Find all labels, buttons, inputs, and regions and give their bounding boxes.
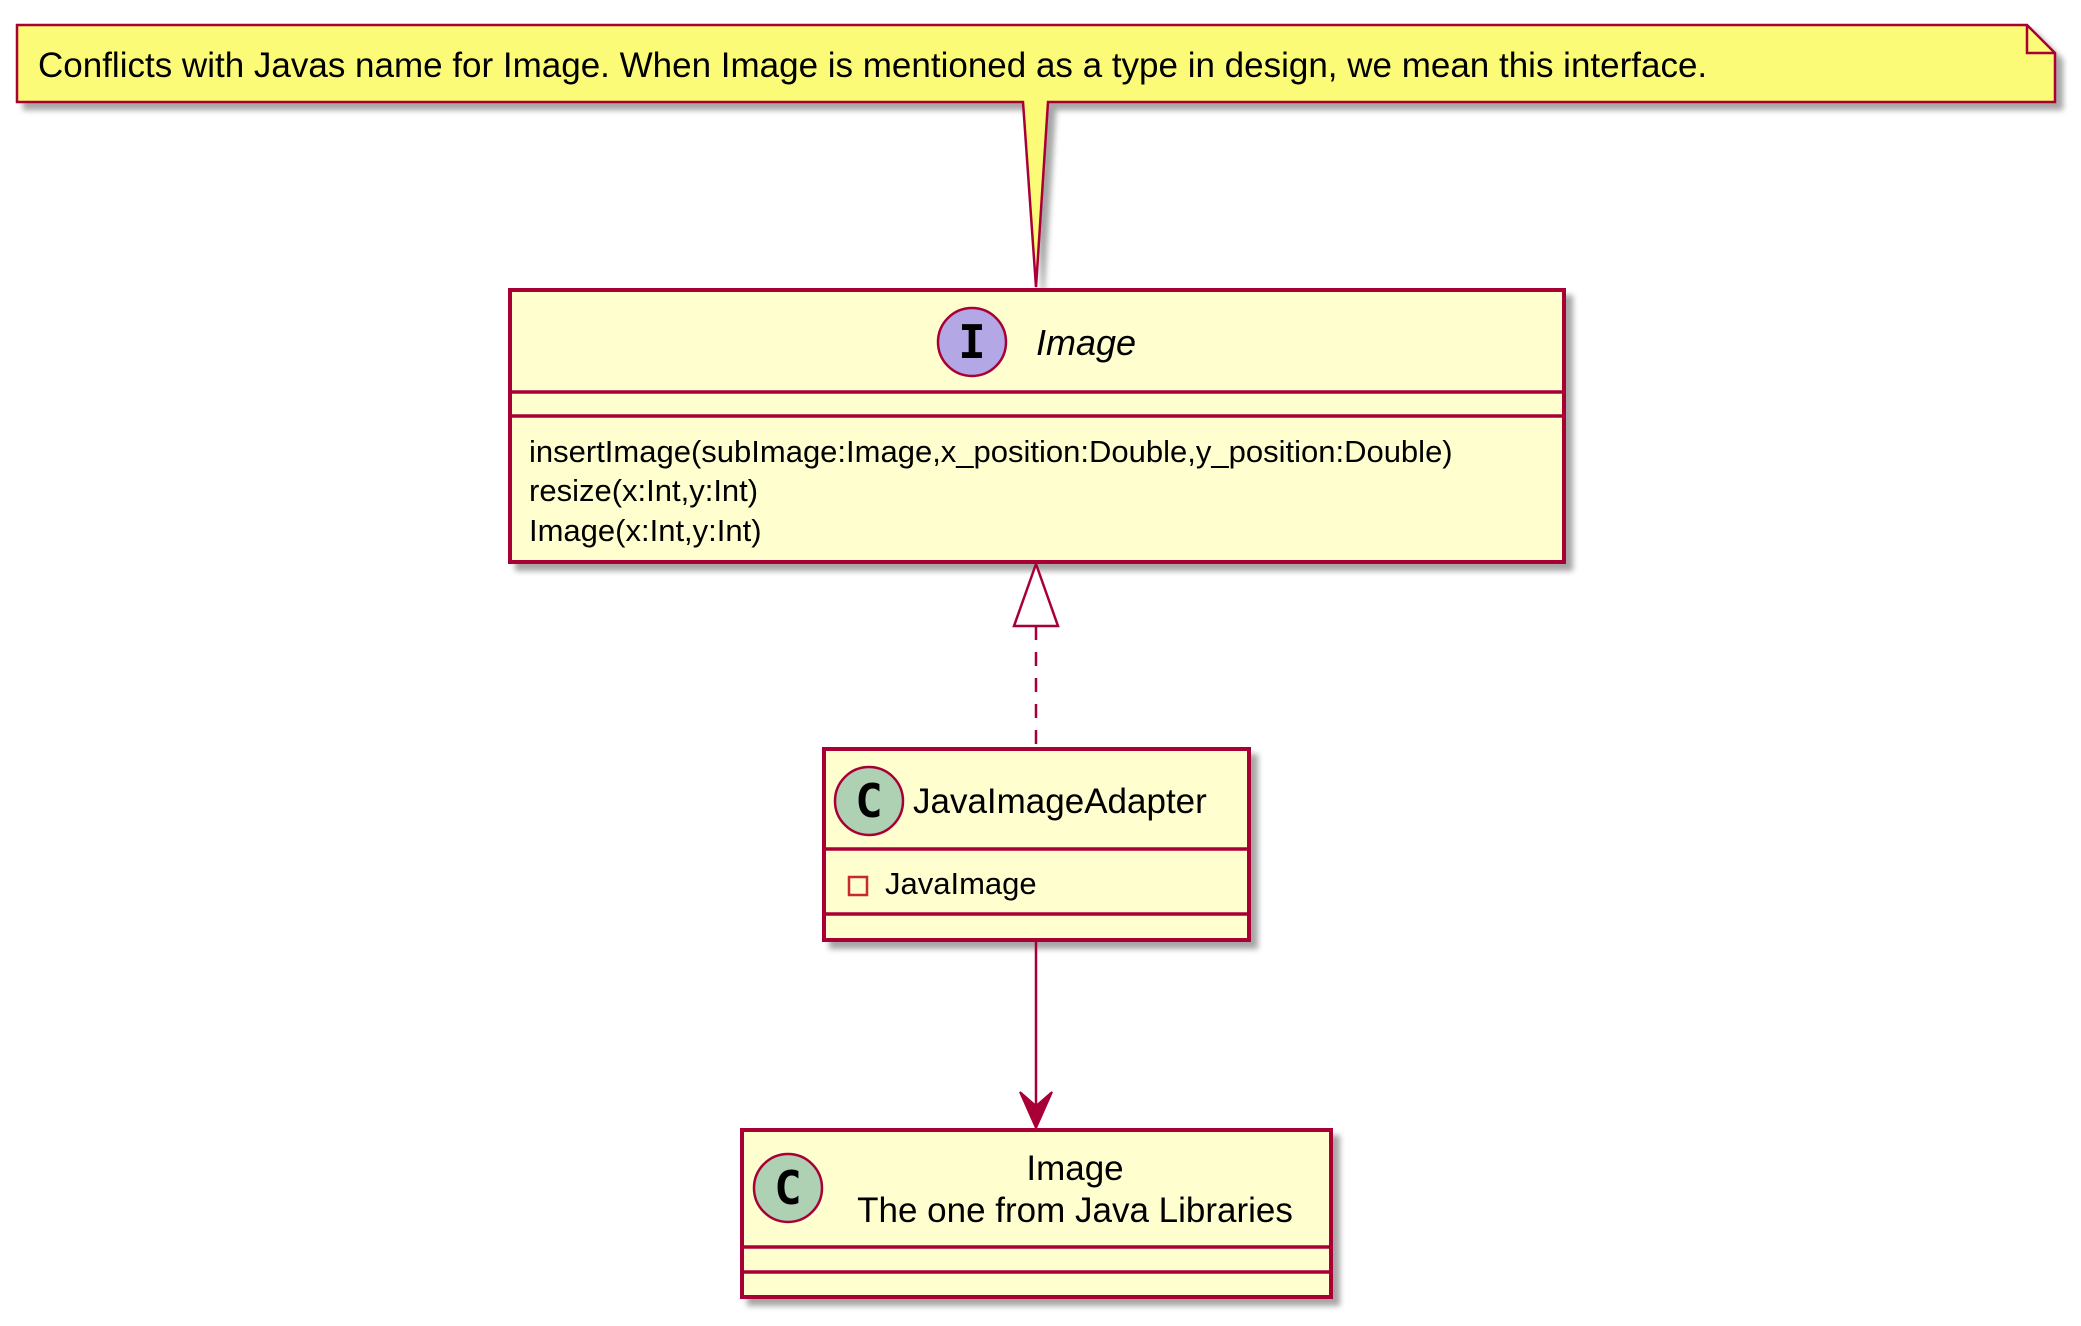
- interface-method: resize(x:Int,y:Int): [529, 473, 758, 508]
- interface-badge-icon: [936, 306, 1008, 378]
- java-image-class-name: Image: [1026, 1149, 1123, 1188]
- java-image-class-subtitle: The one from Java Libraries: [857, 1191, 1293, 1230]
- association-arrow: [1019, 940, 1053, 1131]
- adapter-class-name: JavaImageAdapter: [913, 782, 1207, 821]
- note-text: Conflicts with Javas name for Image. Whe…: [38, 46, 1707, 85]
- note: [15, 23, 2057, 288]
- interface-badge-glyph: I: [958, 315, 986, 369]
- realization-arrowhead-icon: [1012, 560, 1060, 628]
- java-image-badge-glyph: C: [774, 1161, 802, 1215]
- interface-image-box[interactable]: I Image insertImage(subImage:Image,x_pos…: [508, 288, 1566, 564]
- association-arrowhead-icon: [1019, 1091, 1053, 1131]
- java-image-frame: [740, 1128, 1333, 1299]
- interface-image-frame: [508, 288, 1566, 564]
- realization-arrow: [1012, 560, 1060, 748]
- interface-name: Image: [1036, 322, 1136, 363]
- interface-method: insertImage(subImage:Image,x_position:Do…: [529, 434, 1453, 469]
- adapter-badge-glyph: C: [855, 774, 883, 828]
- class-java-image-adapter-box[interactable]: C JavaImageAdapter JavaImage: [822, 747, 1251, 942]
- class-java-image-box[interactable]: C Image The one from Java Libraries: [740, 1128, 1333, 1299]
- java-image-badge-icon: [752, 1152, 824, 1224]
- adapter-badge-icon: [833, 765, 905, 837]
- adapter-field: JavaImage: [885, 866, 1037, 901]
- note-shape: [15, 23, 2057, 288]
- interface-method: Image(x:Int,y:Int): [529, 513, 762, 548]
- note-fold-corner: [2025, 25, 2055, 55]
- private-visibility-icon: [847, 875, 869, 897]
